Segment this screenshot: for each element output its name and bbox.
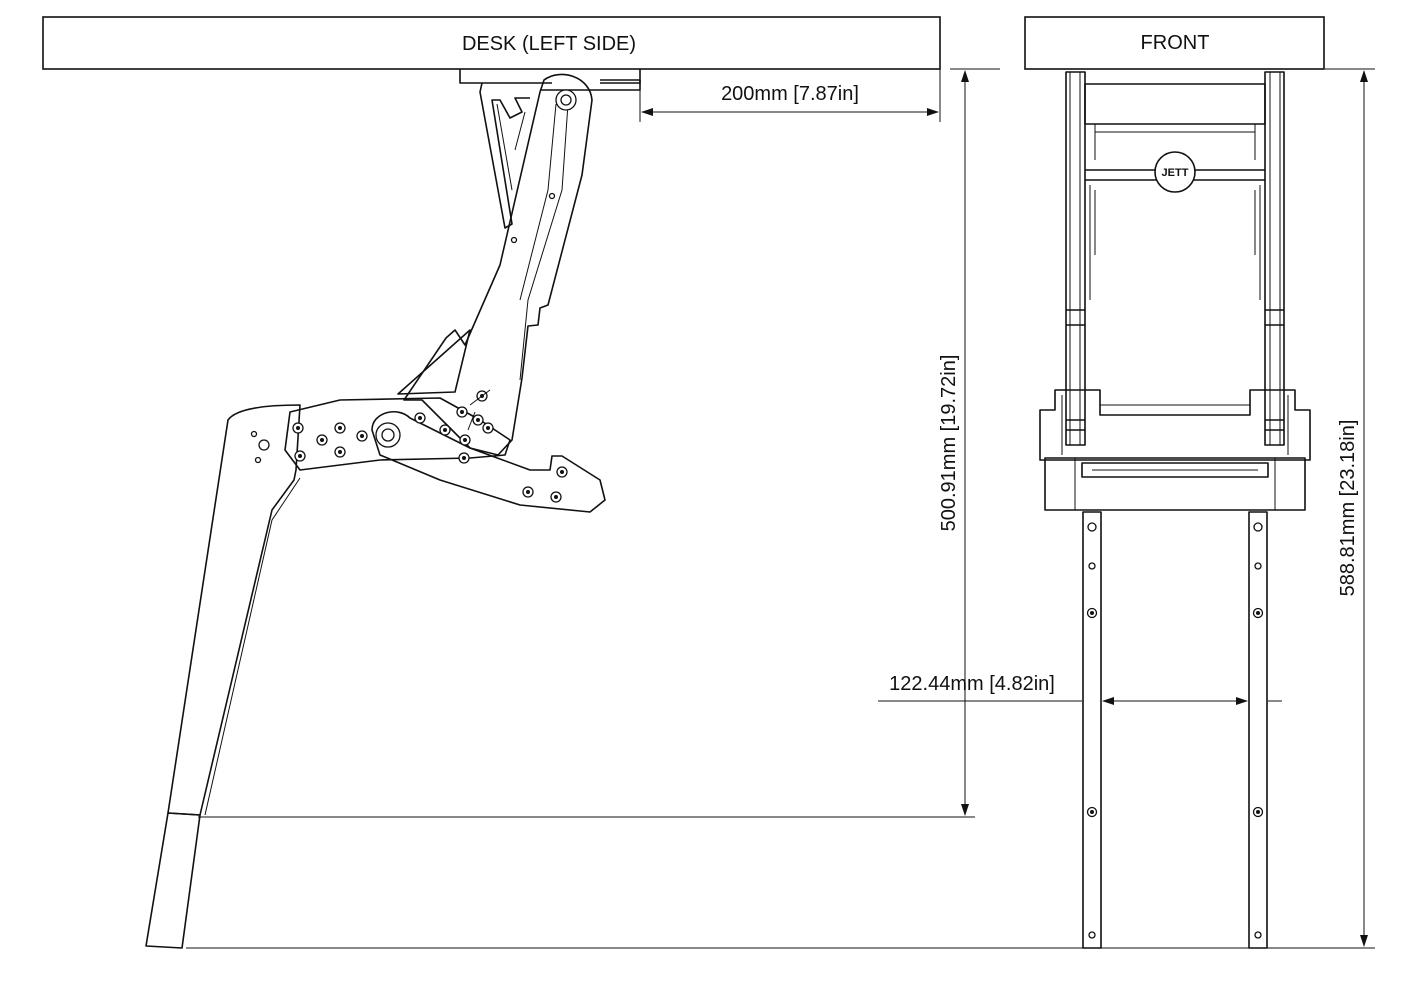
desk-board	[42, 16, 941, 70]
front-right-post	[1264, 71, 1285, 446]
leg	[167, 404, 301, 816]
front-left-leg	[1082, 511, 1102, 949]
arm-cutout	[397, 329, 471, 395]
dim-200mm: 200mm [7.87in]	[639, 69, 941, 122]
dim-200mm-label: 200mm [7.87in]	[721, 83, 859, 105]
dim-front-height-label: 588.81mm [23.18in]	[1337, 420, 1359, 597]
plate-holes	[250, 389, 568, 503]
front-top-bar	[1084, 83, 1266, 125]
joint-plate	[284, 397, 511, 471]
front-right-leg	[1248, 511, 1268, 949]
jett-logo	[1154, 151, 1196, 193]
desk-side-label: DESK (LEFT SIDE)	[462, 33, 636, 55]
leg-foot	[145, 812, 201, 949]
upper-arm	[403, 73, 593, 456]
front-view: FRONT JETT	[1024, 16, 1325, 949]
front-hinge-block	[1039, 389, 1311, 461]
side-view: DESK (LEFT SIDE)	[42, 16, 941, 949]
front-label: FRONT	[1141, 32, 1210, 54]
mount-bracket	[479, 82, 530, 229]
front-left-post	[1065, 71, 1086, 446]
dim-leg-width: 122.44mm [4.82in]	[878, 673, 1282, 705]
dim-side-height: 500.91mm [19.72in]	[198, 68, 1000, 818]
dim-leg-width-label: 122.44mm [4.82in]	[889, 673, 1055, 695]
front-base-tray	[1044, 457, 1306, 511]
jett-logo-text: JETT	[1162, 167, 1189, 179]
front-desk-board	[1024, 16, 1325, 70]
tray-bracket	[371, 410, 606, 513]
dim-front-height: 588.81mm [23.18in]	[186, 68, 1375, 949]
dim-side-height-label: 500.91mm [19.72in]	[938, 355, 960, 532]
leg-holes	[1086, 522, 1264, 939]
